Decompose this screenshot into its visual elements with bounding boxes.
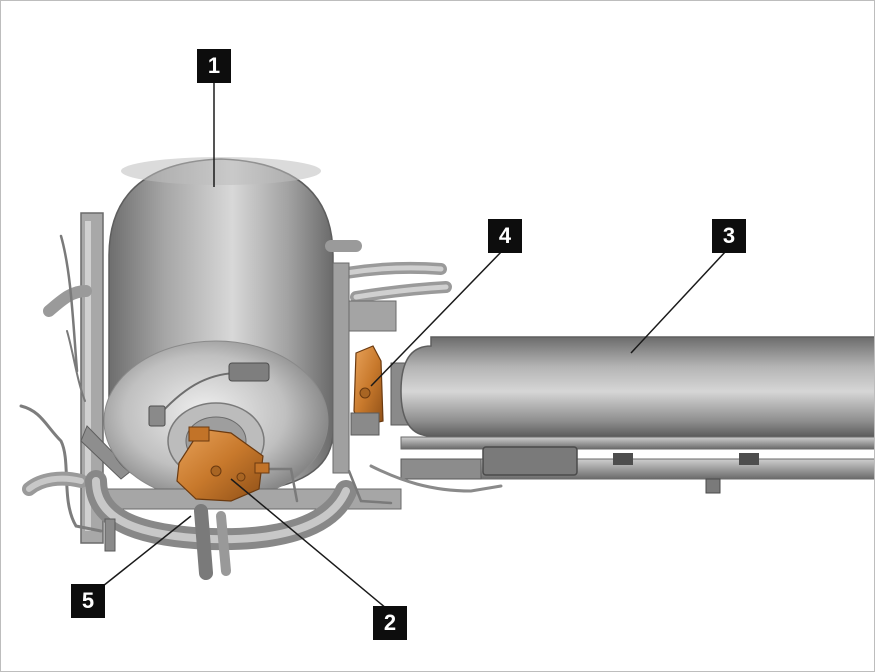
leader-line-3: [630, 250, 727, 354]
orange-valve-lower: [176, 426, 270, 502]
tank-right-fittings: [325, 240, 452, 474]
horizontal-tank: [390, 336, 874, 494]
leader-line-5: [102, 515, 192, 587]
callout-3: 3: [712, 219, 746, 253]
callout-4: 4: [488, 219, 522, 253]
callout-2: 2: [373, 606, 407, 640]
left-hoses: [19, 234, 103, 533]
callout-1: 1: [197, 49, 231, 83]
leader-line-4: [370, 248, 505, 387]
callout-5: 5: [71, 584, 105, 618]
leader-lines: [102, 83, 727, 610]
leader-line-2: [230, 478, 388, 610]
orange-valve-upper: [350, 345, 384, 436]
